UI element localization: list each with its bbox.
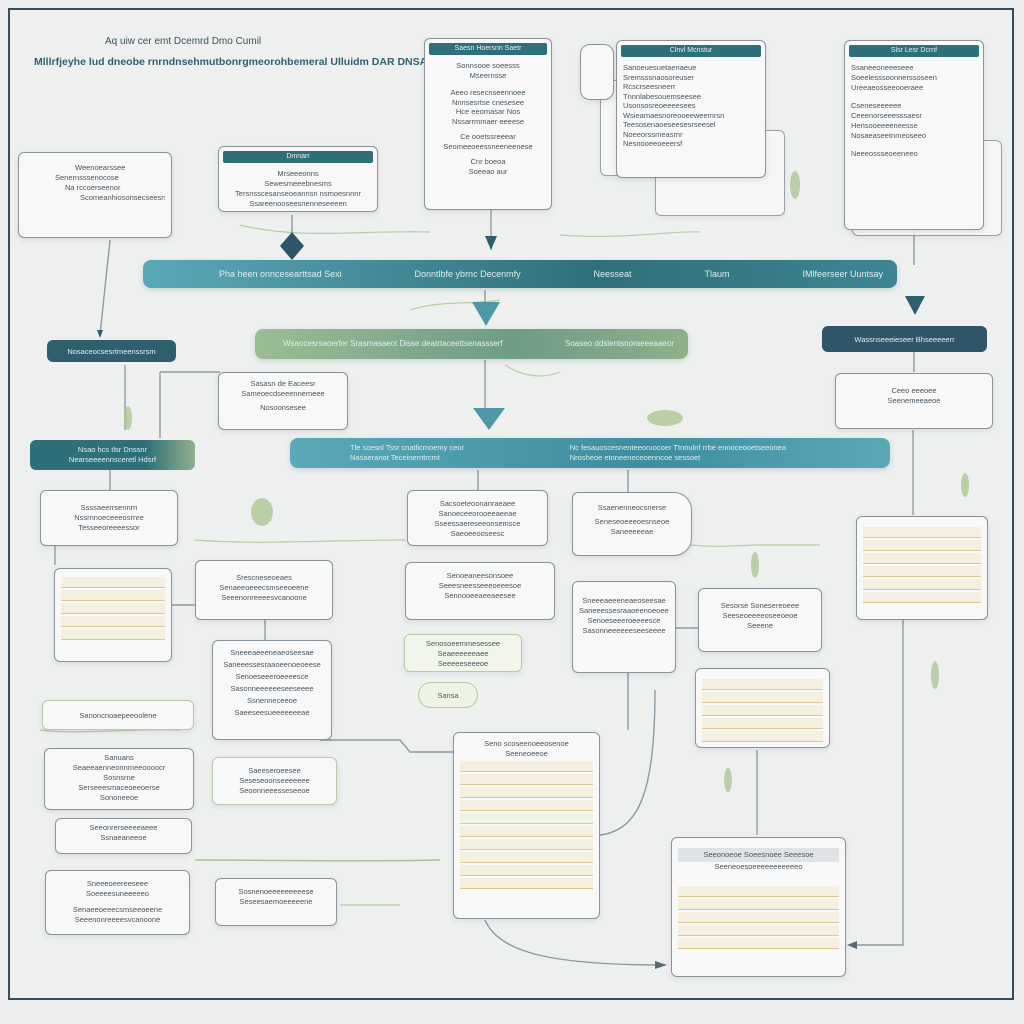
connector xyxy=(599,689,656,836)
stage-tag: Nosaceocsesrtmeenssrsm xyxy=(47,340,176,362)
process-card: Dmnarr Mrseeeonns Sewesmeeebnesms Tersns… xyxy=(218,146,378,212)
vine xyxy=(194,539,406,543)
arrow-down-icon xyxy=(905,296,925,315)
detail-card: Ssaenenneocsnerse Seneseoeeeoesnseoe San… xyxy=(572,492,692,556)
leaf-icon xyxy=(724,768,732,792)
leaf-icon xyxy=(751,552,759,578)
highlight-card xyxy=(695,668,830,748)
detail-card: Sneeeaeeeneaeoseesae Saneeessesraaoeenoe… xyxy=(572,581,676,673)
label-pill: Sansa xyxy=(418,682,478,708)
handle-tab[interactable] xyxy=(580,44,614,100)
stage-tag: Wassnseeeieseer Bhseeeeerr xyxy=(822,326,987,352)
diamond-icon xyxy=(280,232,304,260)
arrow-down-icon xyxy=(473,408,505,430)
detail-card: Senoeaneesonsoee Seeesneesseeeoeeesoe Se… xyxy=(405,562,555,620)
diagram-title: Aq uiw cer emt Dcemrd Dmo Cumil xyxy=(105,36,262,47)
process-card: Clnvl Mcnstur Sanoeuesuetaenaeue Sremsss… xyxy=(616,40,766,178)
vine xyxy=(689,544,761,547)
detail-card: Srescneseoeaes Senaeeoeeecsmseeoeene See… xyxy=(195,560,333,620)
diagram-subtitle: Mlllrfjeyhe lud dneobe rnrndnsehmutbonrg… xyxy=(34,56,428,68)
vine xyxy=(409,299,501,311)
detail-card: Sanuans Seaeeaenneonnmeeoooocr Sosnsrne … xyxy=(44,748,194,810)
leaf-icon xyxy=(931,661,939,689)
note-box: Weenoearssee Senernsssenocose Na rccoers… xyxy=(18,152,172,238)
vine xyxy=(559,231,701,237)
leaf-icon xyxy=(251,498,273,526)
stage-tag: Nsao hcs tlsr Dnssnr Nearseeeennsceretl … xyxy=(30,440,195,470)
connector xyxy=(99,239,111,336)
connector xyxy=(194,859,441,862)
arrow-right-icon xyxy=(655,961,667,969)
detail-card: Seeonrerseeeeaeee Ssnaeaneeoe xyxy=(55,818,192,854)
connector xyxy=(320,739,455,753)
arrow-down-icon xyxy=(485,236,497,250)
summary-card: Seeonoeoe Soeesnoee Seeesoe Seeneoesoeee… xyxy=(671,837,846,977)
highlight-card xyxy=(54,568,172,662)
highlight-card xyxy=(856,516,988,620)
process-card: Slsr Lesr Dcrnf Ssaneeoneeeseee Soeeless… xyxy=(844,40,984,230)
stage-bar: Wsaocesrsaoerfer Srasmasaeot Disse deatr… xyxy=(255,329,688,359)
detail-card: Sasasn de Eaceesr Sameoecdseeennemeee No… xyxy=(218,372,348,430)
main-flow-bar: Pha heen onncesearttsad Sexi Donntlbfe y… xyxy=(143,260,897,288)
vine xyxy=(239,224,431,235)
detail-card: Senosoeemmesessee Seaeeeeeeaee Seeeeesee… xyxy=(404,634,522,672)
leaf-icon xyxy=(961,473,969,497)
detail-card: Saeeseroeesee Seseseoonseeeeeee Seoonnee… xyxy=(212,757,337,805)
connector xyxy=(850,620,904,946)
vine xyxy=(504,364,561,377)
arrow-down-icon xyxy=(97,330,103,338)
detail-card: Sanoncnoaepeeoolene xyxy=(42,700,194,730)
connector xyxy=(484,919,666,966)
detail-card: Ceeo eeeoee Seenemeeaeoe xyxy=(835,373,993,429)
detail-card: Sneeeoeereeseee Soeeeesuneeeeeo Senaeeoe… xyxy=(45,870,190,935)
leaf-icon xyxy=(647,410,683,426)
arrow-down-icon xyxy=(472,302,500,326)
detail-card: Ssssaeerrsennrn Nssrnnoeceeeosrnre Tesse… xyxy=(40,490,178,546)
leaf-icon xyxy=(124,406,132,430)
detail-card: Sesorse Sonesereoeee Seeseoeeeeoseeoeoe … xyxy=(698,588,822,652)
process-card: Saesn Hoersnn Saetr Sonnsooe soeesss Mse… xyxy=(424,38,552,210)
detail-card: Sneeeaeeeneaeoseesae Saneeessesraaoeenoe… xyxy=(212,640,332,740)
detail-card: Sacsoeteoonanraeaee Sanoeceeorooeeaeeae … xyxy=(407,490,548,546)
highlight-card: Seno scoseenoeeosenoe Seeneoeeoe xyxy=(453,732,600,919)
leaf-icon xyxy=(790,171,800,199)
detail-card: Sosnenoeeeeeeeeese Seseesaemoeeeeene xyxy=(215,878,337,926)
center-flow-bar: Tle scesnl Tssr cnatlicmoemy ceor Nasaer… xyxy=(290,438,890,468)
arrow-left-icon xyxy=(847,941,857,949)
